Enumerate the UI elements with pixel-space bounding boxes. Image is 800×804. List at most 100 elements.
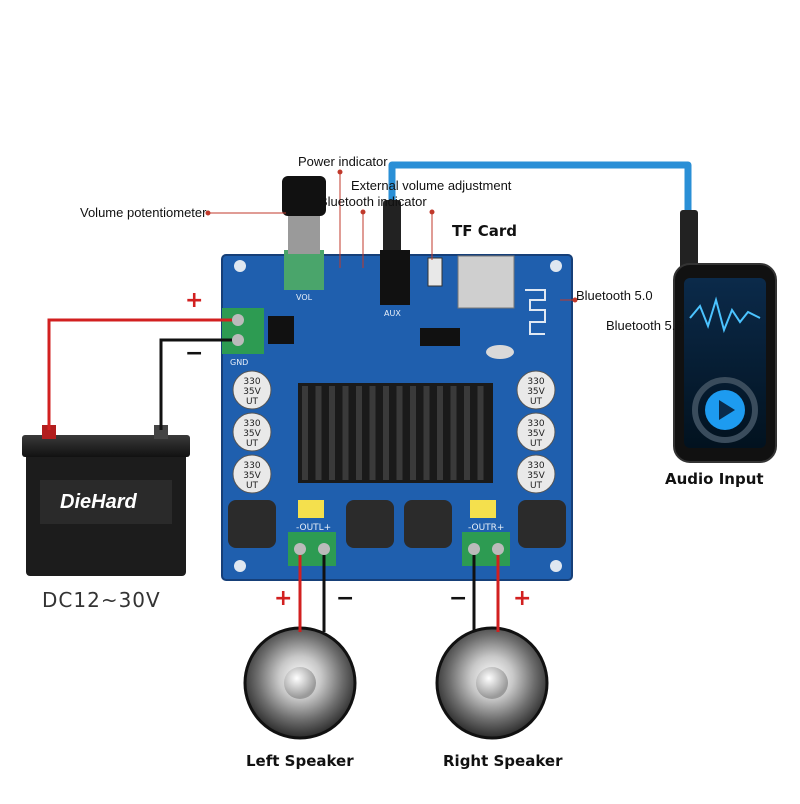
capacitor-marking: 330 <box>527 419 544 429</box>
capacitor-marking: 35V <box>243 471 261 481</box>
annotation-lines <box>205 169 578 303</box>
right-speaker-cap <box>476 667 508 699</box>
left-speaker-plus-sign: + <box>274 586 293 611</box>
terminal-screw <box>294 543 306 555</box>
left-speaker-cap <box>284 667 316 699</box>
battery-plus-sign: + <box>185 288 204 313</box>
heatsink-fin <box>383 386 389 480</box>
capacitor-marking: 35V <box>527 429 545 439</box>
battery-brand: DieHard <box>60 491 137 513</box>
battery-terminal-neg <box>154 425 168 439</box>
right-speaker-label: Right Speaker <box>443 752 563 770</box>
heatsink-fins <box>302 386 484 480</box>
inductor <box>346 500 394 548</box>
heatsink-fin <box>342 386 349 480</box>
inductor <box>518 500 566 548</box>
play-ring <box>692 377 758 443</box>
volume-pot-shaft <box>288 210 320 254</box>
bluetooth-antenna <box>525 289 546 335</box>
capacitor-marking: 330 <box>243 377 260 387</box>
mount-hole <box>234 260 246 272</box>
volume-pot-body <box>284 250 324 290</box>
bluetooth-label-1: Bluetooth 5.0 <box>576 288 653 303</box>
audio-input-label: Audio Input <box>665 470 764 488</box>
heatsink-fin <box>437 386 443 480</box>
crystal <box>486 345 514 359</box>
capacitor-marking: UT <box>530 439 543 449</box>
silk-outl: -OUTL+ <box>296 523 331 533</box>
capacitor-marking: 35V <box>243 387 261 397</box>
capacitor-marking: 330 <box>243 419 260 429</box>
heatsink-fin <box>369 386 376 480</box>
phone-screen <box>684 278 766 448</box>
film-capacitor <box>470 500 496 518</box>
phone-waveform <box>689 296 761 334</box>
electrolytic-capacitor <box>516 454 556 494</box>
right-speaker-minus-sign: − <box>449 586 468 611</box>
capacitor-marking: 330 <box>243 461 260 471</box>
capacitor-marking: UT <box>246 397 259 407</box>
silk-aux: AUX <box>384 309 401 318</box>
battery-minus-sign: − <box>185 341 204 366</box>
play-icon <box>719 400 735 420</box>
left-speaker-minus-sign: − <box>336 586 355 611</box>
external-volume-label: External volume adjustment <box>351 178 512 193</box>
black-power-wire <box>159 338 232 430</box>
capacitor-marking: UT <box>246 439 259 449</box>
silk-outr: -OUTR+ <box>468 523 504 533</box>
heatsink-fin <box>396 386 403 480</box>
capacitor-marking: UT <box>246 481 259 491</box>
battery-top <box>22 435 190 457</box>
capacitor-marking: 330 <box>527 461 544 471</box>
power-terminal <box>222 308 264 354</box>
heatsink-fin <box>477 386 484 480</box>
heatsink <box>298 383 493 483</box>
bluetooth-indicator-label: Bluetooth indicator <box>319 194 427 209</box>
bluetooth-chip <box>420 328 460 346</box>
silk-vol: VOL <box>296 293 313 302</box>
tf-card-slot <box>457 255 515 309</box>
mount-hole <box>234 560 246 572</box>
heatsink-fin <box>329 386 335 480</box>
electrolytic-capacitor <box>232 454 272 494</box>
cable-plug-board <box>383 200 401 262</box>
terminal-screw <box>468 543 480 555</box>
red-power-wire <box>47 318 232 430</box>
film-capacitor <box>298 500 324 518</box>
electrolytic-capacitor <box>232 370 272 410</box>
inductor <box>228 500 276 548</box>
voltage-label: DC12~30V <box>42 588 161 612</box>
heatsink-fin <box>356 386 362 480</box>
bluetooth-label-2: Bluetooth 5.0 <box>606 318 683 333</box>
capacitor-marking: UT <box>530 397 543 407</box>
right-speaker-plus-sign: + <box>513 586 532 611</box>
terminal-screw <box>232 314 244 326</box>
left-speaker-label: Left Speaker <box>246 752 354 770</box>
electrolytic-capacitor <box>516 412 556 452</box>
terminal-screw <box>492 543 504 555</box>
heatsink-fin <box>423 386 430 480</box>
regulator <box>268 316 294 344</box>
aux-jack <box>380 250 410 305</box>
capacitor-marking: 330 <box>527 377 544 387</box>
heatsink-fin <box>410 386 416 480</box>
tf-card-label: TF Card <box>452 222 517 240</box>
silk-gnd: GND <box>230 358 248 367</box>
ext-volume-header <box>427 257 443 287</box>
heatsink-fin <box>302 386 308 480</box>
mount-hole <box>550 260 562 272</box>
battery-terminal-pos <box>42 425 56 439</box>
capacitor-group: 33035VUT33035VUT33035VUT33035VUT33035VUT… <box>232 370 556 494</box>
capacitor-marking: 35V <box>527 387 545 397</box>
inductor <box>404 500 452 548</box>
terminal-screw <box>232 334 244 346</box>
power-indicator-label: Power indicator <box>298 154 388 169</box>
heatsink-fin <box>315 386 322 480</box>
electrolytic-capacitor <box>232 412 272 452</box>
heatsink-fin <box>464 386 470 480</box>
mount-hole <box>550 560 562 572</box>
battery-label-band <box>40 480 172 524</box>
heatsink-fin <box>450 386 457 480</box>
